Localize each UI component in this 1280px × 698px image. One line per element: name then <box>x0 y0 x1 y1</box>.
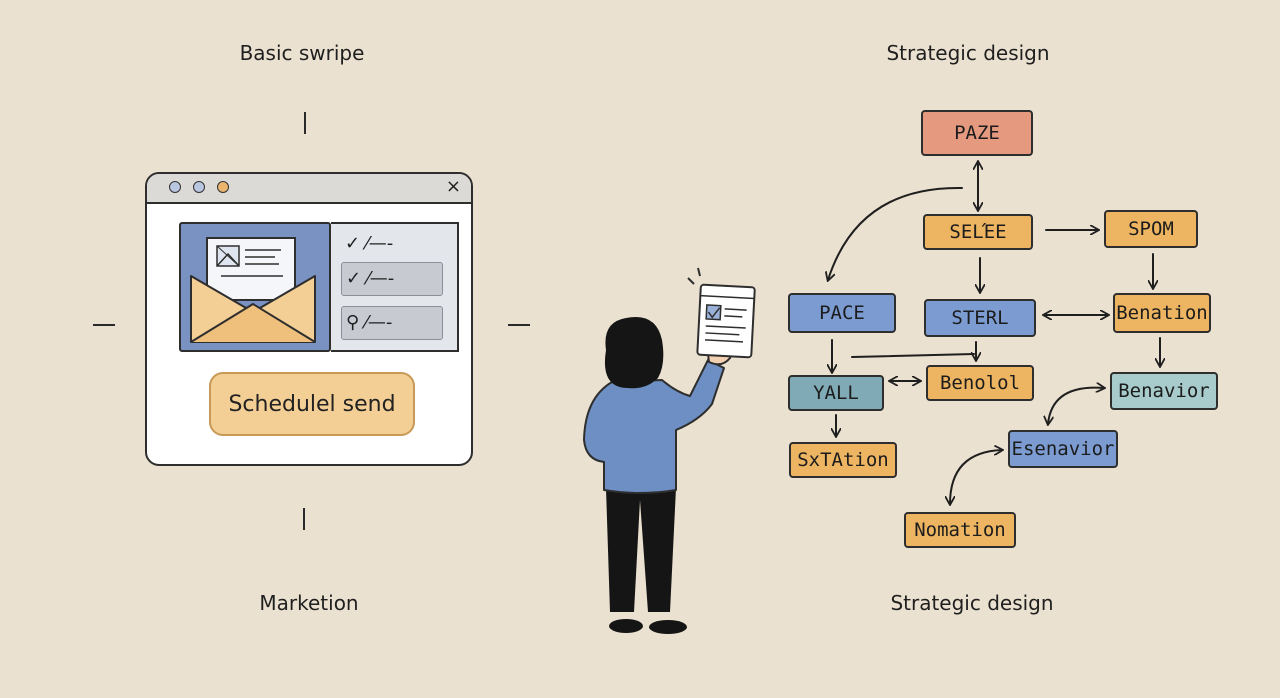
node-benation[interactable]: Benation <box>1113 293 1211 333</box>
tick-bottom <box>303 508 305 530</box>
tick-top <box>304 112 306 134</box>
mail-preview-panel <box>179 222 331 352</box>
caption-basic-swipe: Basic swripe <box>239 41 365 65</box>
node-pace[interactable]: PACE <box>788 293 896 333</box>
window-dot-3[interactable] <box>217 181 229 193</box>
checklist-row-1: ✓ ⁄—- <box>345 233 394 254</box>
caption-strategic-design-top: Strategic design <box>886 41 1050 65</box>
node-benolol[interactable]: Benolol <box>926 365 1034 401</box>
caption-marketion: Marketion <box>259 591 359 615</box>
close-icon[interactable]: × <box>445 176 461 197</box>
schedule-send-button[interactable]: Schedulel send <box>209 372 415 436</box>
checklist-row-2: ✓ ⁄—- <box>346 268 395 289</box>
node-nomation[interactable]: Nomation <box>904 512 1016 548</box>
tick-right <box>508 324 530 326</box>
node-sele[interactable]: SELΈE <box>923 214 1033 250</box>
node-behavior[interactable]: Benavior <box>1110 372 1218 410</box>
email-window: × ✓ ⁄—- ✓ ⁄—- ⚲ ⁄—- Schedulel send <box>145 172 473 466</box>
list-item[interactable]: ✓ ⁄—- <box>341 262 443 296</box>
node-page[interactable]: PAΖE <box>921 110 1033 156</box>
search-row-text: ⚲ ⁄—- <box>346 312 393 333</box>
caption-strategic-design-bottom: Strategic design <box>890 591 1054 615</box>
checklist-panel: ✓ ⁄—- ✓ ⁄—- ⚲ ⁄—- <box>331 222 459 352</box>
window-titlebar: × <box>147 174 471 204</box>
tick-left <box>93 324 115 326</box>
envelope-icon <box>190 237 316 343</box>
arrow-sterl-benolol <box>851 353 975 358</box>
list-item[interactable]: ✓ ⁄—- <box>341 228 443 262</box>
window-dot-1[interactable] <box>169 181 181 193</box>
node-spom[interactable]: SPOM <box>1104 210 1198 248</box>
node-sterl[interactable]: STERL <box>924 299 1036 337</box>
arrow-behavior-esenavior <box>1048 388 1104 424</box>
arrow-esenavior-nomation <box>950 450 1002 504</box>
node-esenavior[interactable]: Esenavior <box>1008 430 1118 468</box>
list-item[interactable]: ⚲ ⁄—- <box>341 306 443 340</box>
node-yall[interactable]: YALL <box>788 375 884 411</box>
node-sxtation[interactable]: SxTAtion <box>789 442 897 478</box>
arrow-sele-pace <box>828 186 963 280</box>
window-dot-2[interactable] <box>193 181 205 193</box>
